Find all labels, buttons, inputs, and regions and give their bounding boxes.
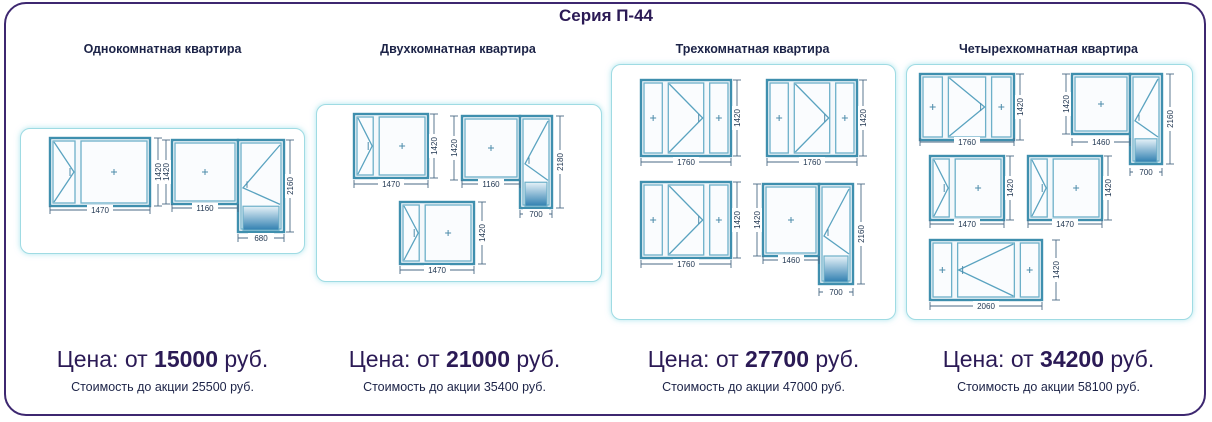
- title-1-room: Однокомнатная квартира: [83, 42, 242, 56]
- dimension-label: 1760: [677, 158, 695, 167]
- dimension-label: 1420: [430, 137, 439, 155]
- window-1160: [460, 114, 522, 182]
- old-price-1-room: Стоимость до акции 25500 руб.: [71, 380, 254, 394]
- dimension-label: 1460: [782, 256, 800, 265]
- price-4-room: Цена: от 34200 руб.: [906, 346, 1191, 373]
- dimension-label: 700: [829, 288, 843, 297]
- price-suffix: руб.: [809, 346, 860, 372]
- price-value: 34200: [1040, 346, 1104, 372]
- dimension-label: 1420: [1016, 98, 1025, 116]
- dimension-label: 1420: [162, 163, 171, 181]
- price-prefix: Цена: от: [56, 346, 155, 372]
- old-price-3-room: Стоимость до акции 47000 руб.: [662, 380, 845, 394]
- price-suffix: руб.: [1104, 346, 1155, 372]
- series-frame: [4, 2, 1206, 416]
- dimension-label: 1470: [382, 180, 400, 189]
- dimension-label: 2180: [556, 153, 565, 171]
- dimension-label: 1160: [482, 180, 500, 189]
- dimension-label: 2060: [977, 302, 995, 311]
- price-value: 27700: [745, 346, 809, 372]
- window-1460: [761, 182, 821, 258]
- window-1470: [48, 136, 152, 208]
- window-1160: [170, 138, 240, 206]
- title-3-room: Трехкомнатная квартира: [675, 42, 830, 56]
- balcony-door-680: [236, 138, 286, 234]
- old-price-4-room: Стоимость до акции 58100 руб.: [957, 380, 1140, 394]
- window-1470-b: [1026, 154, 1104, 222]
- price-3-room: Цена: от 27700 руб.: [611, 346, 896, 373]
- title-4-room: Четырехкомнатная квартира: [958, 42, 1139, 56]
- dimension-label: 1420: [1104, 179, 1113, 197]
- dimension-label: 1420: [733, 109, 742, 127]
- dimension-label: 1420: [478, 224, 487, 242]
- price-prefix: Цена: от: [942, 346, 1041, 372]
- window-1460: [1070, 72, 1132, 136]
- window-1470-top: [352, 112, 430, 180]
- price-1-room: Цена: от 15000 руб.: [20, 346, 305, 373]
- dimension-label: 1760: [677, 260, 695, 269]
- dimension-label: 1420: [753, 211, 762, 229]
- dimension-label: 1470: [958, 220, 976, 229]
- window-1760-c: [639, 180, 733, 260]
- dimension-label: 1460: [1092, 138, 1110, 147]
- diagram-3-room: 1760 1420 1760 1420 1760 1420 1420 1460 700 2160: [639, 78, 868, 297]
- dimension-label: 1160: [196, 204, 214, 213]
- dimension-label: 700: [1139, 168, 1153, 177]
- price-suffix: руб.: [510, 346, 561, 372]
- dimension-label: 1470: [428, 266, 446, 275]
- dimension-label: 2160: [286, 177, 295, 195]
- window-1470-bottom: [398, 200, 476, 266]
- price-prefix: Цена: от: [647, 346, 746, 372]
- window-1760-b: [765, 78, 859, 158]
- dimension-label: 1760: [803, 158, 821, 167]
- price-value: 21000: [446, 346, 510, 372]
- series-title: Серия П-44: [559, 6, 653, 25]
- window-2060: [928, 238, 1044, 302]
- balcony-door-700: [1128, 72, 1164, 166]
- dimension-label: 1420: [450, 139, 459, 157]
- dimension-label: 1470: [91, 206, 109, 215]
- dimension-label: 1470: [1056, 220, 1074, 229]
- dimension-label: 700: [529, 210, 543, 219]
- balcony-door-700: [518, 114, 554, 210]
- dimension-label: 1420: [1062, 95, 1071, 113]
- diagram-2-room: 1470 1420 1420 1160 700 2180 1470 1420: [352, 112, 565, 275]
- dimension-label: 1760: [958, 138, 976, 147]
- dimension-label: 1420: [154, 163, 163, 181]
- dimension-label: 1420: [1006, 179, 1015, 197]
- title-2-room: Двухкомнатная квартира: [380, 42, 536, 56]
- old-price-2-room: Стоимость до акции 35400 руб.: [363, 380, 546, 394]
- window-1470-a: [928, 154, 1006, 222]
- balcony-door-700: [817, 182, 855, 286]
- price-suffix: руб.: [218, 346, 269, 372]
- dimension-label: 2160: [1166, 110, 1175, 128]
- price-2-room: Цена: от 21000 руб.: [312, 346, 597, 373]
- window-1760: [918, 72, 1016, 142]
- diagram-4-room: 1760 1420 1420 1460 700 2160 1470 1420 1470 1420 2…: [918, 72, 1175, 311]
- dimension-label: 1420: [859, 109, 868, 127]
- window-1760-a: [639, 78, 733, 158]
- dimension-label: 1420: [1052, 261, 1061, 279]
- price-prefix: Цена: от: [348, 346, 447, 372]
- dimension-label: 680: [254, 234, 268, 243]
- price-value: 15000: [154, 346, 218, 372]
- dimension-label: 1420: [733, 211, 742, 229]
- dimension-label: 2160: [857, 225, 866, 243]
